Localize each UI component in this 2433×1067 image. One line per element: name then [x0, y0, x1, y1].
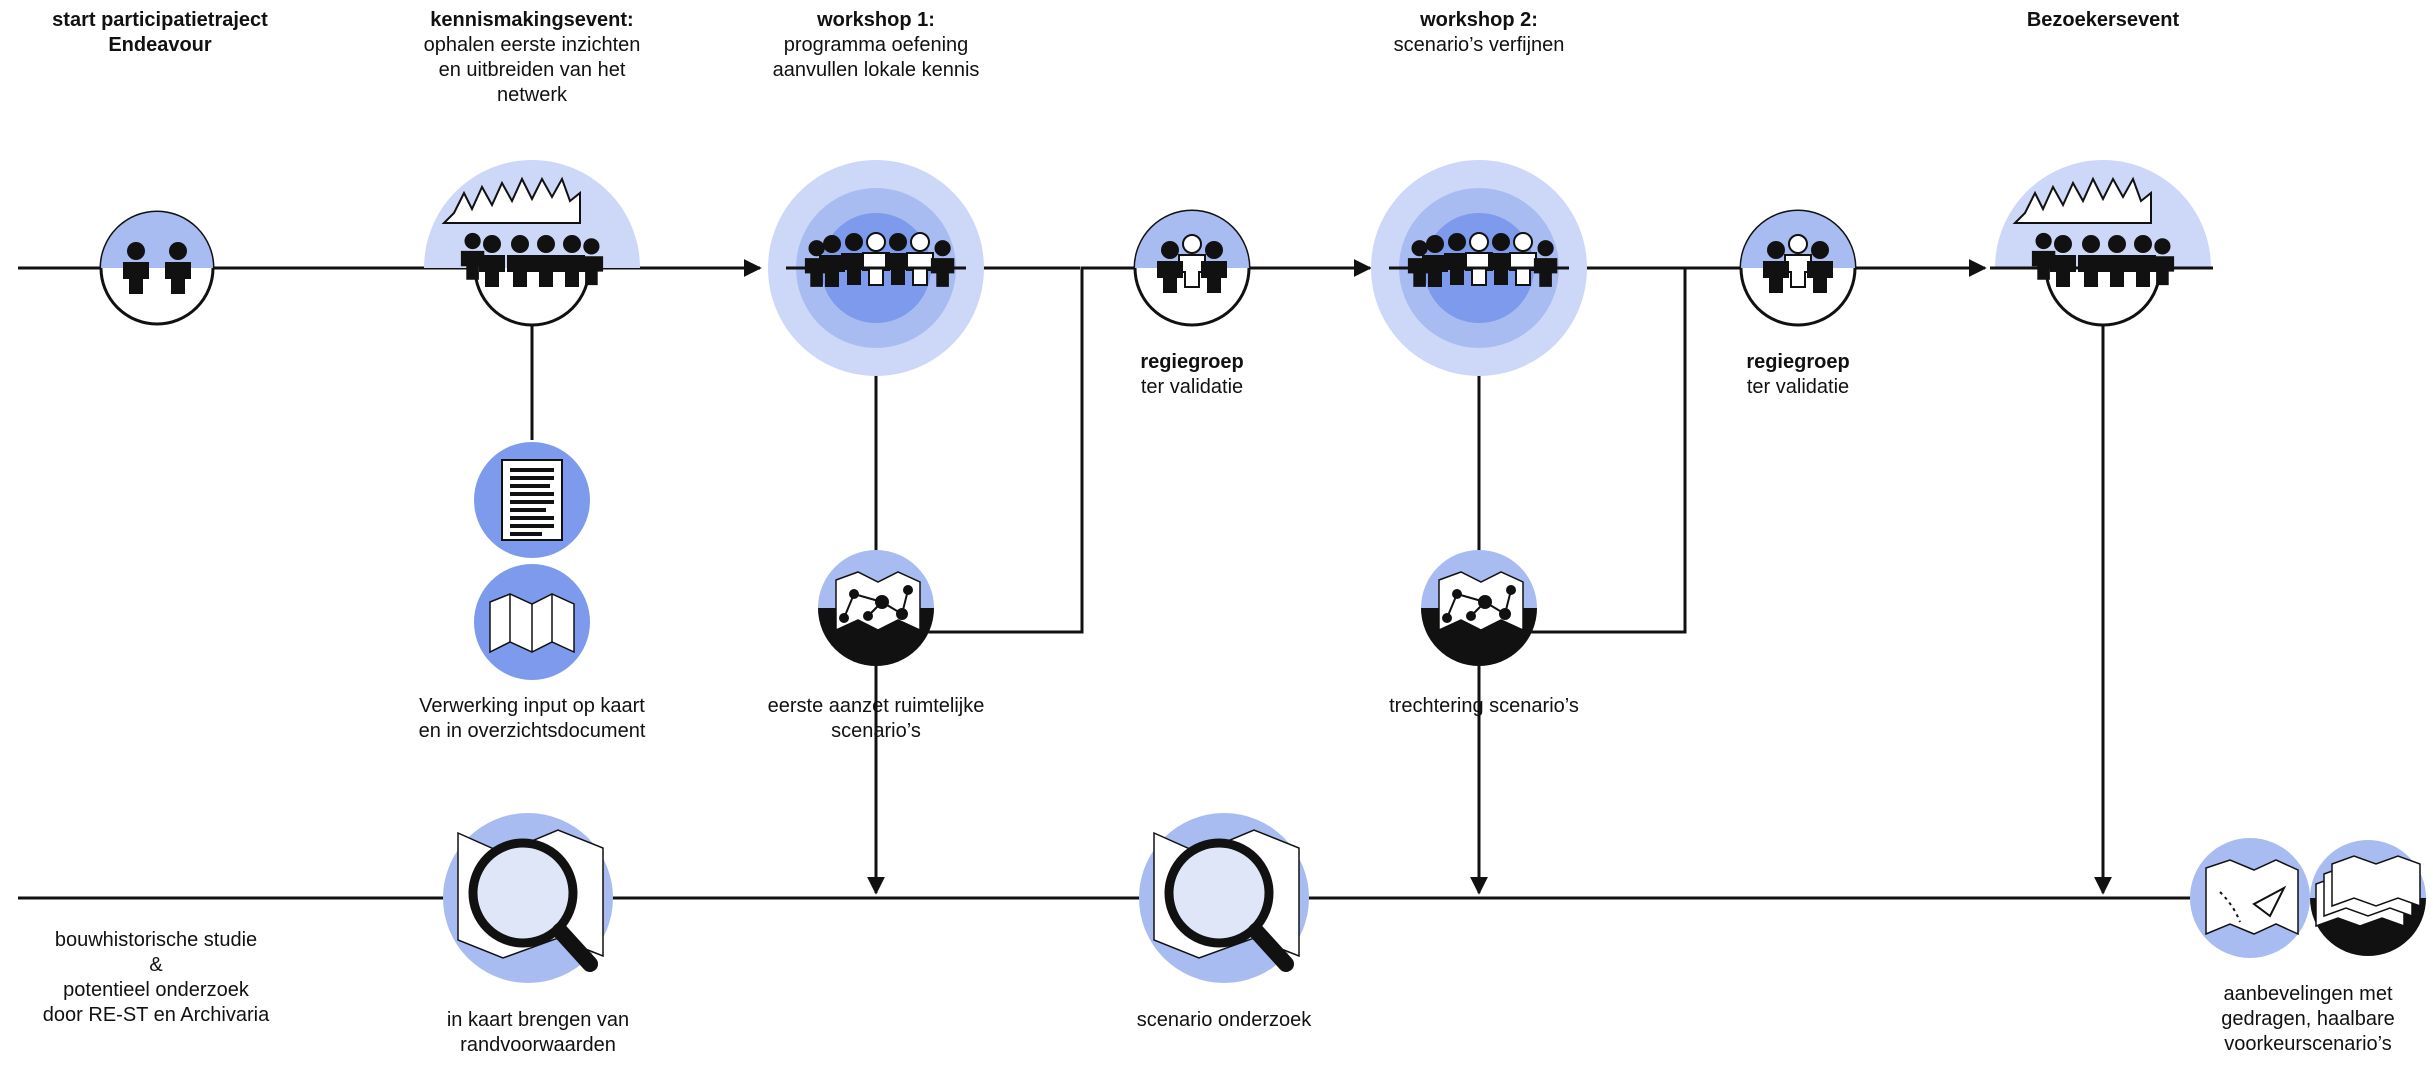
label-line: trechtering scenario’s: [1389, 695, 1579, 717]
label-line: bouwhistorische studie: [54, 929, 258, 951]
paper-plane-map-icon: [2205, 859, 2299, 936]
regiegroep-2-node: [1739, 209, 1857, 327]
network-map-node-2: [1421, 550, 1537, 666]
event-label-workshop-2: workshop 2: scenario’s verfijnen: [1339, 8, 1619, 58]
regiegroep-title: regiegroep: [1140, 351, 1244, 373]
stacked-maps-node: [2310, 840, 2426, 956]
magnifier-node-1: [443, 813, 613, 983]
studie-label: bouwhistorische studie & potentieel onde…: [20, 928, 292, 1028]
event-label-bezoekersevent: Bezoekersevent: [1983, 8, 2223, 33]
label-line: aanbevelingen met: [2223, 983, 2393, 1005]
top-timeline: [18, 259, 2210, 634]
label-line: potentieel onderzoek: [63, 979, 249, 1001]
verwerking-label: Verwerking input op kaart en in overzich…: [382, 694, 682, 744]
magnifier-node-2: [1139, 813, 1309, 983]
event-title: workshop 2:: [1420, 9, 1538, 31]
regiegroep-subtitle: ter validatie: [1140, 376, 1244, 398]
start-node: [99, 210, 215, 326]
document-icon: [501, 459, 563, 541]
event-title: kennismakingsevent:: [430, 9, 634, 31]
event-title: workshop 1:: [817, 9, 935, 31]
network-map-node-1: [818, 550, 934, 666]
workshop-2-node: [1371, 160, 1587, 376]
stacked-maps-icon: [2315, 855, 2421, 928]
bezoekersevent-node: [1993, 160, 2213, 327]
label-line: gedragen, haalbare: [2221, 1008, 2395, 1030]
event-label-workshop-1: workshop 1: programma oefening aanvullen…: [736, 8, 1016, 83]
event-label-start: start participatietraject Endeavour: [38, 8, 282, 58]
regiegroep-label-2: regiegroep ter validatie: [1698, 350, 1898, 400]
event-description-line: programma oefening: [783, 34, 969, 56]
aanbevelingen-label: aanbevelingen met gedragen, haalbare voo…: [2190, 982, 2426, 1057]
event-subtitle: Endeavour: [108, 34, 212, 56]
label-line: voorkeurscenario’s: [2224, 1033, 2392, 1055]
event-description-line: aanvullen lokale kennis: [772, 59, 980, 81]
recommendation-map-node: [2190, 838, 2310, 958]
regiegroep-label-1: regiegroep ter validatie: [1092, 350, 1292, 400]
event-description-line: ophalen eerste inzichten: [423, 34, 641, 56]
event-description-line: en uitbreiden van het: [438, 59, 626, 81]
trechtering-label: trechtering scenario’s: [1334, 694, 1634, 719]
regiegroep-subtitle: ter validatie: [1746, 376, 1850, 398]
event-label-kennismakingsevent: kennismakingsevent: ophalen eerste inzic…: [392, 8, 672, 108]
label-line: en in overzichtsdocument: [418, 720, 646, 742]
label-line: scenario onderzoek: [1136, 1009, 1312, 1031]
label-line: &: [149, 954, 163, 976]
network-map-icon: [835, 571, 921, 632]
bottom-timeline: [18, 318, 2200, 900]
label-line: scenario’s: [831, 720, 921, 742]
workshop-1-node: [768, 160, 984, 376]
randvoorwaarden-label: in kaart brengen van randvoorwaarden: [408, 1008, 668, 1058]
label-line: in kaart brengen van: [446, 1009, 630, 1031]
people-icon: [1763, 234, 1833, 293]
folded-map-icon: [489, 593, 575, 654]
network-map-icon: [1438, 571, 1524, 632]
label-line: eerste aanzet ruimtelijke: [767, 695, 985, 717]
event-title: start participatietraject: [52, 9, 268, 31]
document-node: [474, 442, 590, 558]
folded-map-node: [474, 564, 590, 680]
event-description-line: scenario’s verfijnen: [1393, 34, 1565, 56]
label-line: Verwerking input op kaart: [419, 695, 645, 717]
people-icon: [1157, 234, 1227, 293]
magnifier-map-icon: [1153, 829, 1300, 972]
regiegroep-title: regiegroep: [1746, 351, 1850, 373]
label-line: randvoorwaarden: [460, 1034, 616, 1056]
eerste-aanzet-label: eerste aanzet ruimtelijke scenario’s: [726, 694, 1026, 744]
kennismakingsevent-node: [424, 160, 640, 327]
scenario-onderzoek-label: scenario onderzoek: [1094, 1008, 1354, 1033]
event-description-line: netwerk: [496, 84, 568, 106]
label-line: door RE-ST en Archivaria: [42, 1004, 270, 1026]
magnifier-map-icon: [457, 829, 604, 972]
event-title: Bezoekersevent: [2026, 9, 2180, 31]
regiegroep-1-node: [1133, 209, 1251, 327]
